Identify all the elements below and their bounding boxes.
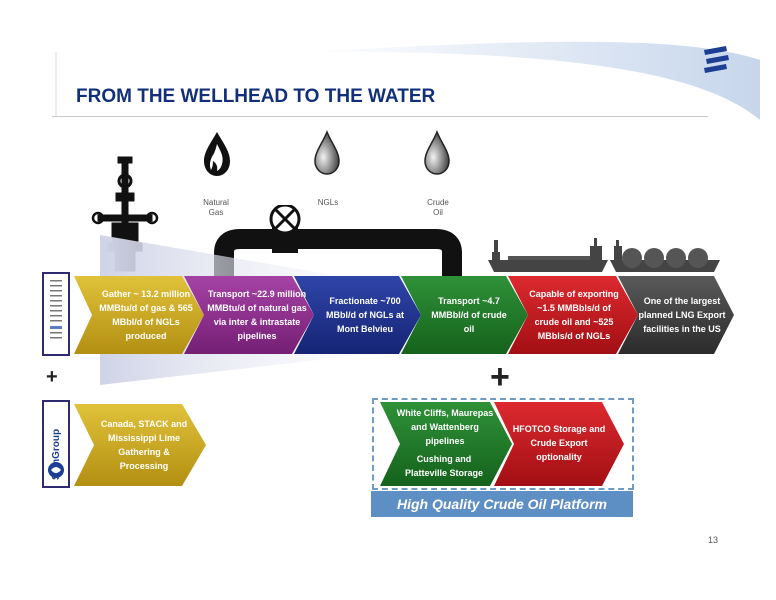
platform-pipelines-text: White Cliffs, Maurepas and Wattenberg pi…: [396, 408, 494, 446]
platform-storage-text: Cushing and Platteville Storage: [404, 454, 484, 478]
page-number: 13: [708, 535, 719, 545]
chevron-lng: [618, 276, 734, 354]
title-divider: [52, 116, 708, 117]
chain-text-lng: One of the largest planned LNG Export fa…: [638, 296, 726, 334]
chevron-hfotco: [494, 402, 624, 486]
crude-droplet-icon: [424, 130, 450, 175]
pipeline-icon: [214, 205, 462, 277]
platform-chevrons: [380, 402, 624, 486]
plus-sign-right: +: [490, 358, 510, 396]
ericsson-logo: [704, 46, 729, 73]
chevron-transport-gas: [184, 276, 314, 354]
chain-text-fractionate: Fractionate ~700 MBbl/d of NGLs at Mont …: [326, 296, 404, 334]
chevron-gather: [74, 276, 204, 354]
chevron-transport-crude: [401, 276, 528, 354]
tanker-ship-icon: [488, 238, 608, 272]
semgroup-chevron-text: Canada, STACK and Mississippi Lime Gathe…: [100, 419, 188, 471]
lng-carrier-icon: [610, 240, 720, 272]
semgroup-logo-text: SemGroup: [51, 429, 62, 480]
chain-text-gather: Gather ~ 13.2 million MMBtu/d of gas & 5…: [99, 289, 193, 341]
plus-sign-left: +: [46, 366, 58, 388]
platform-dashed-frame: [372, 398, 634, 490]
document-lines-icon: [50, 280, 62, 339]
flame-drop-icon: [204, 132, 230, 176]
platform-label: High Quality Crude Oil Platform: [371, 491, 633, 517]
semgroup-logo-box: SemGroup: [42, 400, 70, 488]
chain-text-export: Capable of exporting ~1.5 MMBbls/d of cr…: [529, 289, 619, 341]
page-title: FROM THE WELLHEAD TO THE WATER: [76, 86, 436, 107]
document-thumbnail: [42, 272, 70, 356]
ngl-droplet-icon: [314, 130, 340, 175]
semgroup-chevron: [74, 404, 206, 486]
natural-gas-label: Natural Gas: [203, 198, 229, 217]
chain-text-transport-crude: Transport ~4.7 MMBbl/d of crude oil: [431, 296, 507, 334]
crude-oil-label: Crude Oil: [427, 198, 449, 217]
ngls-label: NGLs: [317, 198, 339, 207]
chevron-pipelines-storage: [380, 402, 512, 486]
chevron-export: [508, 276, 638, 354]
value-chain: [74, 276, 734, 354]
platform-hfotco-text: HFOTCO Storage and Crude Export optional…: [512, 424, 606, 462]
chevron-fractionate: [294, 276, 421, 354]
semgroup-logo: SemGroup: [48, 429, 64, 480]
chain-text-transport-gas: Transport ~22.9 million MMBtu/d of natur…: [207, 289, 307, 341]
